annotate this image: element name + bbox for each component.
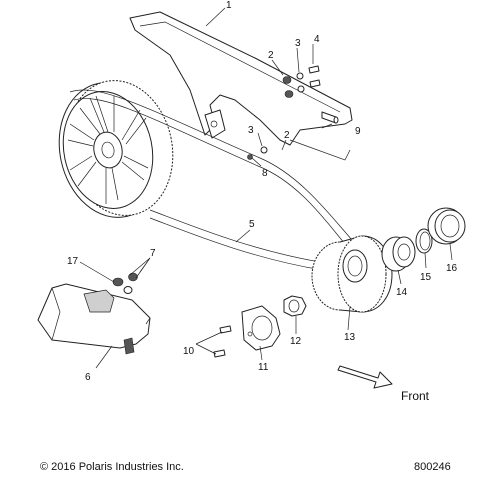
- spacer-part: [381, 236, 416, 272]
- retainer-plate-part: [241, 305, 281, 351]
- callout-3: 3: [295, 38, 301, 49]
- callout-3: 3: [248, 125, 254, 136]
- drive-belt: [69, 89, 353, 271]
- figure-number: 800246: [414, 461, 451, 473]
- guard-hardware: [247, 65, 339, 160]
- callout-12: 12: [290, 336, 302, 347]
- copyright-text: © 2016 Polaris Industries Inc.: [40, 461, 184, 473]
- callout-5: 5: [249, 219, 255, 230]
- front-drive-sprocket: [311, 235, 393, 313]
- callout-labels: 1 2 3 4 3 2 8 9 5 7 17 6 10 11 12 13 14 …: [67, 0, 458, 383]
- belt-guard-part: [129, 11, 353, 161]
- callout-10: 10: [183, 346, 195, 357]
- callout-11: 11: [258, 362, 269, 373]
- front-direction-arrow: [337, 365, 393, 389]
- callout-15: 15: [420, 272, 432, 283]
- callout-16: 16: [446, 263, 458, 274]
- front-label: Front: [401, 389, 430, 403]
- leader-lines: [79, 7, 453, 369]
- nut-part: [283, 295, 307, 317]
- rear-sprocket-wheel: [58, 80, 174, 218]
- callout-17: 17: [67, 256, 79, 267]
- seal-ring-part: [415, 228, 433, 254]
- lower-guard-part: [37, 283, 151, 355]
- callout-9: 9: [355, 126, 361, 137]
- callout-1: 1: [226, 0, 232, 11]
- callout-4: 4: [314, 34, 320, 45]
- callout-2: 2: [284, 130, 290, 141]
- callout-6: 6: [85, 372, 91, 383]
- bearing-part: [427, 207, 466, 245]
- callout-14: 14: [396, 287, 408, 298]
- lower-guard-hardware: [112, 272, 138, 294]
- callout-13: 13: [344, 332, 356, 343]
- screw-parts: [213, 325, 232, 358]
- callout-7: 7: [150, 248, 156, 259]
- callout-2: 2: [268, 50, 274, 61]
- callout-8: 8: [262, 168, 268, 179]
